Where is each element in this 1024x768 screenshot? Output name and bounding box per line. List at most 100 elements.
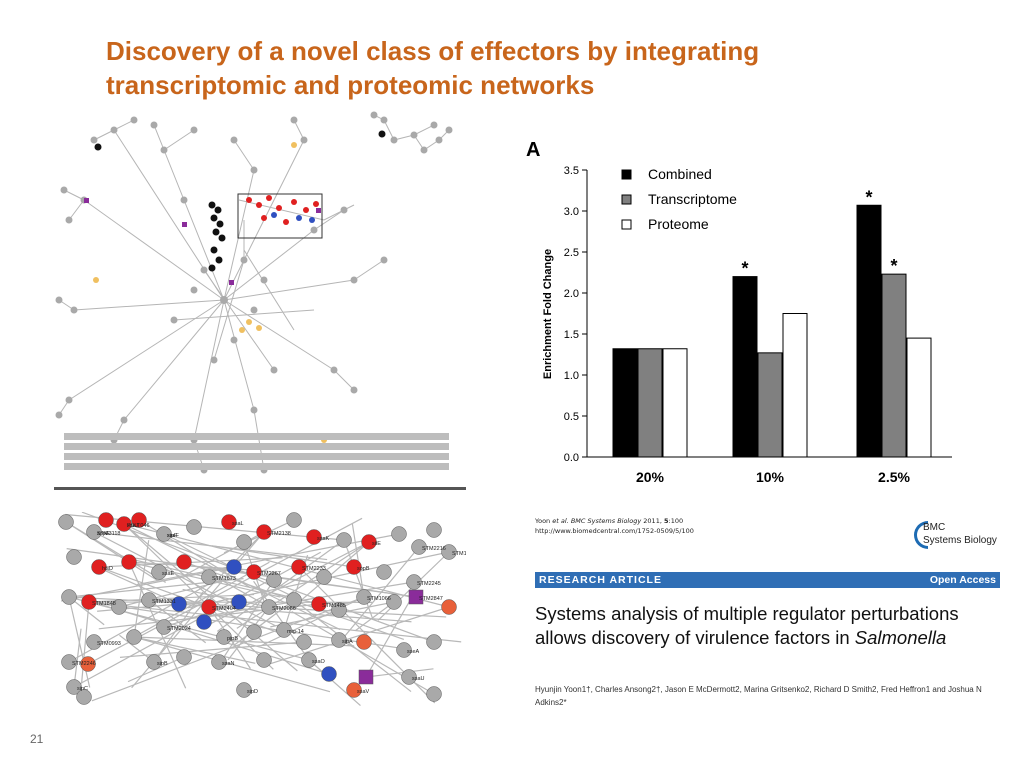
unconnected-node-rows — [64, 433, 449, 470]
network-edge — [88, 601, 402, 649]
bar — [906, 337, 932, 458]
network-edge — [123, 523, 298, 672]
bar — [856, 204, 882, 458]
network-edge — [119, 641, 305, 658]
bar — [662, 348, 688, 458]
bar — [757, 352, 783, 458]
network-node — [386, 594, 402, 610]
network-node-label: STM2066 — [272, 606, 296, 612]
network-node-label: ssaL — [232, 521, 244, 527]
network-edge — [236, 541, 370, 629]
network-edge — [365, 668, 434, 678]
x-tick-label: 20% — [636, 469, 665, 485]
network-detail-figure: STM3118ssaJsseFssaLSTM2138ssaKsiiESTM221… — [58, 512, 466, 706]
y-tick-label: 1.0 — [564, 370, 579, 382]
network-node — [296, 634, 312, 650]
network-node-label: STM1610 — [452, 551, 466, 557]
network-node — [441, 599, 457, 615]
network-node — [406, 574, 422, 590]
network-node — [131, 512, 147, 528]
cite-page: :100 — [668, 517, 684, 525]
network-edge — [178, 603, 412, 623]
network-node-label: STM2404 — [212, 606, 236, 612]
cite-etal: et al. — [552, 517, 569, 525]
y-tick-label: 0.5 — [564, 411, 579, 423]
cite-authors: Yoon — [535, 517, 551, 525]
network-node — [286, 512, 302, 528]
network-node — [376, 564, 392, 580]
network-node — [331, 632, 347, 648]
network-node-label: ssaU — [412, 676, 425, 682]
network-node — [156, 619, 172, 635]
network-node — [336, 532, 352, 548]
cite-year: 2011, — [643, 517, 662, 525]
significance-marks: *** — [741, 187, 897, 278]
network-edge — [68, 596, 447, 618]
network-node — [86, 524, 102, 540]
network-nodes-blue — [271, 212, 315, 223]
paper-title: Systems analysis of multiple regulator p… — [535, 602, 1005, 650]
network-edge — [365, 596, 413, 678]
network-edge — [263, 606, 450, 667]
network-edge — [88, 601, 462, 643]
network-node — [426, 634, 442, 650]
network-node — [411, 539, 427, 555]
paper-title-italic: Salmonella — [854, 627, 947, 648]
network-node — [256, 652, 272, 668]
network-node — [201, 599, 217, 615]
network-node — [116, 516, 132, 532]
significance-star: * — [865, 187, 872, 207]
network-edge — [308, 659, 361, 706]
network-node — [156, 526, 172, 542]
legend-swatch — [621, 219, 632, 230]
network-node — [66, 679, 82, 695]
network-node — [316, 569, 332, 585]
y-tick-label: 0.0 — [564, 452, 579, 464]
network-node-label: PSLT046 — [127, 523, 150, 529]
network-edge — [216, 539, 345, 632]
network-node — [331, 602, 347, 618]
network-node — [58, 514, 74, 530]
panel-label: A — [526, 139, 540, 161]
network-edge — [351, 523, 365, 598]
network-nodes-gray — [55, 111, 453, 474]
open-access-label: Open Access — [929, 574, 996, 586]
network-node — [61, 654, 77, 670]
network-overview-figure — [55, 111, 453, 474]
enrichment-bar-chart: A Enrichment Fold Change 0.00.51.01.52.0… — [526, 139, 952, 485]
network-node — [126, 629, 142, 645]
network-node — [201, 569, 217, 585]
slide-title: Discovery of a novel class of effectors … — [106, 36, 760, 100]
paper-authors: Hyunjin Yoon1†, Charles Ansong2†, Jason … — [535, 685, 982, 707]
bmc-logo-name: BMC — [923, 522, 946, 533]
network-edge — [93, 531, 276, 627]
network-edge — [123, 523, 274, 670]
network-node-label: sipD — [247, 689, 258, 695]
network-nodes-black — [94, 130, 386, 272]
network-edge — [209, 541, 370, 625]
network-edge — [211, 545, 355, 568]
network-edge — [98, 566, 286, 636]
network-node-label: STM2024 — [167, 626, 191, 632]
legend-label: Combined — [648, 166, 712, 182]
network-edge — [340, 546, 420, 641]
network-node — [286, 592, 302, 608]
network-node — [291, 559, 307, 575]
network-edge — [80, 601, 90, 684]
network-edge — [208, 581, 415, 617]
network-node — [236, 534, 252, 550]
network-node — [301, 652, 317, 668]
significance-star: * — [741, 259, 748, 279]
network-highlight-box — [237, 193, 323, 239]
bar — [782, 313, 808, 458]
network-node — [426, 686, 442, 702]
network-node — [356, 634, 372, 650]
cite-url[interactable]: http://www.biomedcentral.com/1752-0509/5… — [535, 527, 694, 535]
network-node-label: STM2245 — [417, 581, 441, 587]
network-node — [276, 622, 292, 638]
network-edge — [260, 596, 365, 647]
legend-label: Transcriptome — [648, 191, 737, 207]
network-node-label: siiE — [372, 541, 381, 547]
network-nodes-purple — [84, 198, 321, 285]
